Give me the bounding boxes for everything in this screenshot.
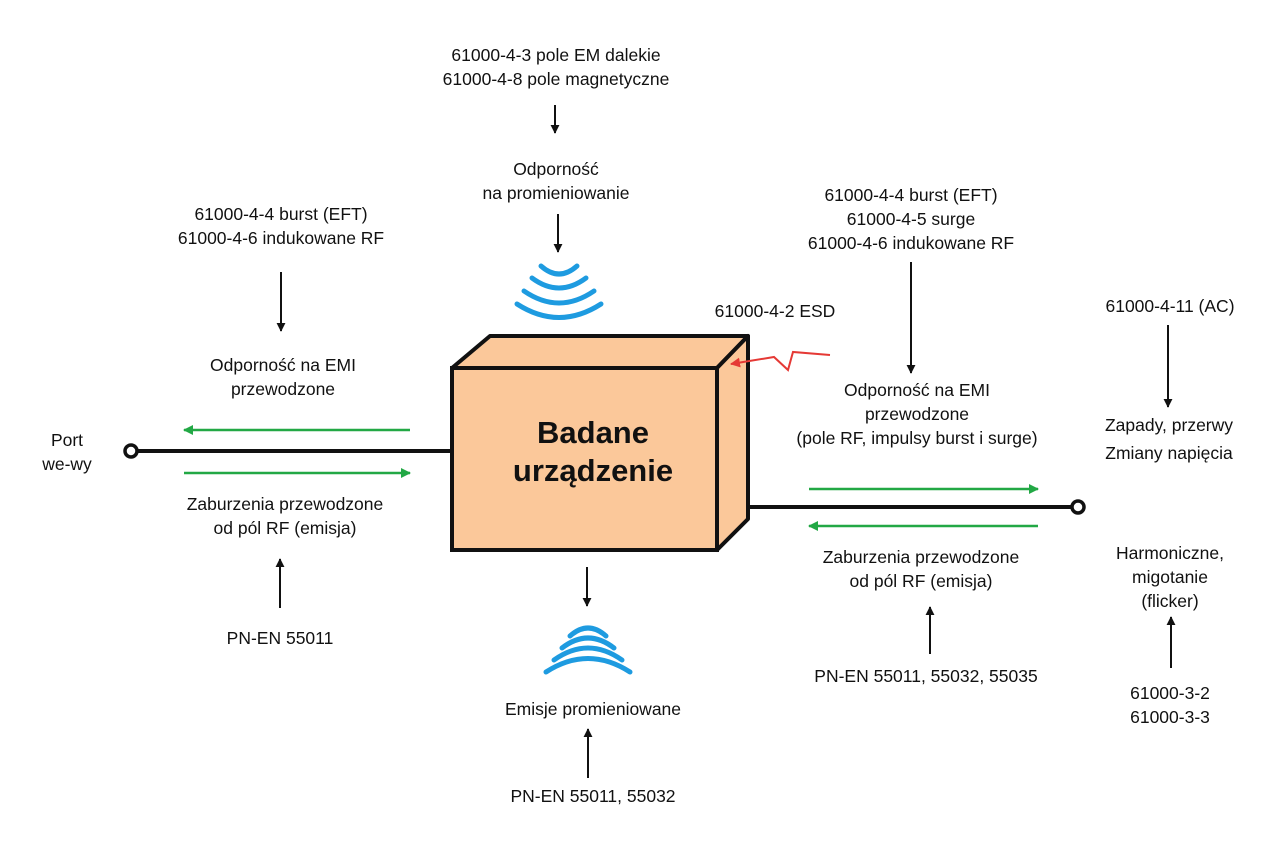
left-emission-standard-line: PN-EN 55011 <box>226 628 334 648</box>
port-label-line: we-wy <box>42 454 92 474</box>
power-dips-standard: 61000-4-11 (AC) <box>1105 294 1234 318</box>
power-harmonics-line: Harmoniczne, <box>1116 543 1224 563</box>
left-emission-label: Zaburzenia przewodzone od pól RF (emisja… <box>187 492 384 540</box>
right-emission-line: od pól RF (emisja) <box>849 571 993 591</box>
left-emission-line: od pól RF (emisja) <box>213 518 357 538</box>
right-immunity-label: Odporność na EMI przewodzone (pole RF, i… <box>796 378 1037 450</box>
power-dips-line: Zmiany napięcia <box>1105 443 1233 463</box>
right-standards: 61000-4-4 burst (EFT) 61000-4-5 surge 61… <box>808 183 1014 255</box>
top-standards: 61000-4-3 pole EM dalekie 61000-4-8 pole… <box>443 43 670 91</box>
right-immunity-line: Odporność na EMI <box>844 380 990 400</box>
esd-spark-icon <box>730 350 831 372</box>
right-emission-standard-line: PN-EN 55011, 55032, 55035 <box>814 666 1038 686</box>
power-harmonics-standard-line: 61000-3-3 <box>1130 707 1210 727</box>
top-standard-line: 61000-4-8 pole magnetyczne <box>442 69 670 89</box>
top-standard-line: 61000-4-3 pole EM dalekie <box>451 45 661 65</box>
esd-label-line: 61000-4-2 ESD <box>714 301 836 321</box>
bottom-emission-label: Emisje promieniowane <box>505 697 681 721</box>
port-label-line: Port <box>50 430 84 450</box>
right-immunity-line: przewodzone <box>864 404 970 424</box>
top-immunity-line: na promieniowanie <box>482 183 630 203</box>
right-emission-standard: PN-EN 55011, 55032, 55035 <box>814 664 1037 688</box>
right-emission-line: Zaburzenia przewodzone <box>822 547 1020 567</box>
power-harmonics-standard-line: 61000-3-2 <box>1130 683 1210 703</box>
dut-box-front-face <box>450 366 719 552</box>
left-immunity-label: Odporność na EMI przewodzone <box>210 353 356 401</box>
bottom-emission-line: Emisje promieniowane <box>504 699 682 719</box>
left-immunity-line: Odporność na EMI <box>210 355 356 375</box>
right-immunity-line: (pole RF, impulsy burst i surge) <box>796 428 1038 448</box>
right-standard-line: 61000-4-6 indukowane RF <box>807 233 1015 253</box>
dut-title-line: urządzenie <box>512 453 674 488</box>
dut-box-top-face <box>450 334 750 370</box>
power-harmonics-line: (flicker) <box>1141 591 1199 611</box>
left-emission-standard: PN-EN 55011 <box>227 626 334 650</box>
bottom-standard-line: PN-EN 55011, 55032 <box>510 786 676 806</box>
port-label: Port we-wy <box>42 428 92 476</box>
left-port-terminal <box>123 443 139 459</box>
power-dips-standard-line: 61000-4-11 (AC) <box>1105 296 1235 316</box>
left-immunity-line: przewodzone <box>230 379 336 399</box>
dut-box-side-face <box>715 334 750 552</box>
dut-box <box>450 334 750 552</box>
radiated-emission-waves-icon <box>543 625 633 675</box>
dut-title: Badane urządzenie <box>513 414 673 490</box>
top-immunity-label: Odporność na promieniowanie <box>483 157 630 205</box>
right-standard-line: 61000-4-5 surge <box>846 209 976 229</box>
power-harmonics-label: Harmoniczne, migotanie (flicker) <box>1116 541 1224 613</box>
esd-label: 61000-4-2 ESD <box>715 299 836 323</box>
right-emission-label: Zaburzenia przewodzone od pól RF (emisja… <box>823 545 1020 593</box>
bottom-standard: PN-EN 55011, 55032 <box>510 784 675 808</box>
power-dips-line: Zapady, przerwy <box>1104 415 1234 435</box>
left-standards: 61000-4-4 burst (EFT) 61000-4-6 indukowa… <box>178 202 384 250</box>
power-harmonics-line: migotanie <box>1132 567 1208 587</box>
right-standard-line: 61000-4-4 burst (EFT) <box>824 185 998 205</box>
left-standard-line: 61000-4-4 burst (EFT) <box>194 204 368 224</box>
dut-title-line: Badane <box>537 415 649 450</box>
left-standard-line: 61000-4-6 indukowane RF <box>177 228 385 248</box>
top-immunity-line: Odporność <box>513 159 599 179</box>
left-emission-line: Zaburzenia przewodzone <box>186 494 384 514</box>
power-dips-label: Zapady, przerwy Zmiany napięcia <box>1105 413 1233 465</box>
radiated-immunity-waves-icon <box>514 263 604 320</box>
right-port-terminal <box>1070 499 1086 515</box>
power-harmonics-standard: 61000-3-2 61000-3-3 <box>1130 681 1210 729</box>
